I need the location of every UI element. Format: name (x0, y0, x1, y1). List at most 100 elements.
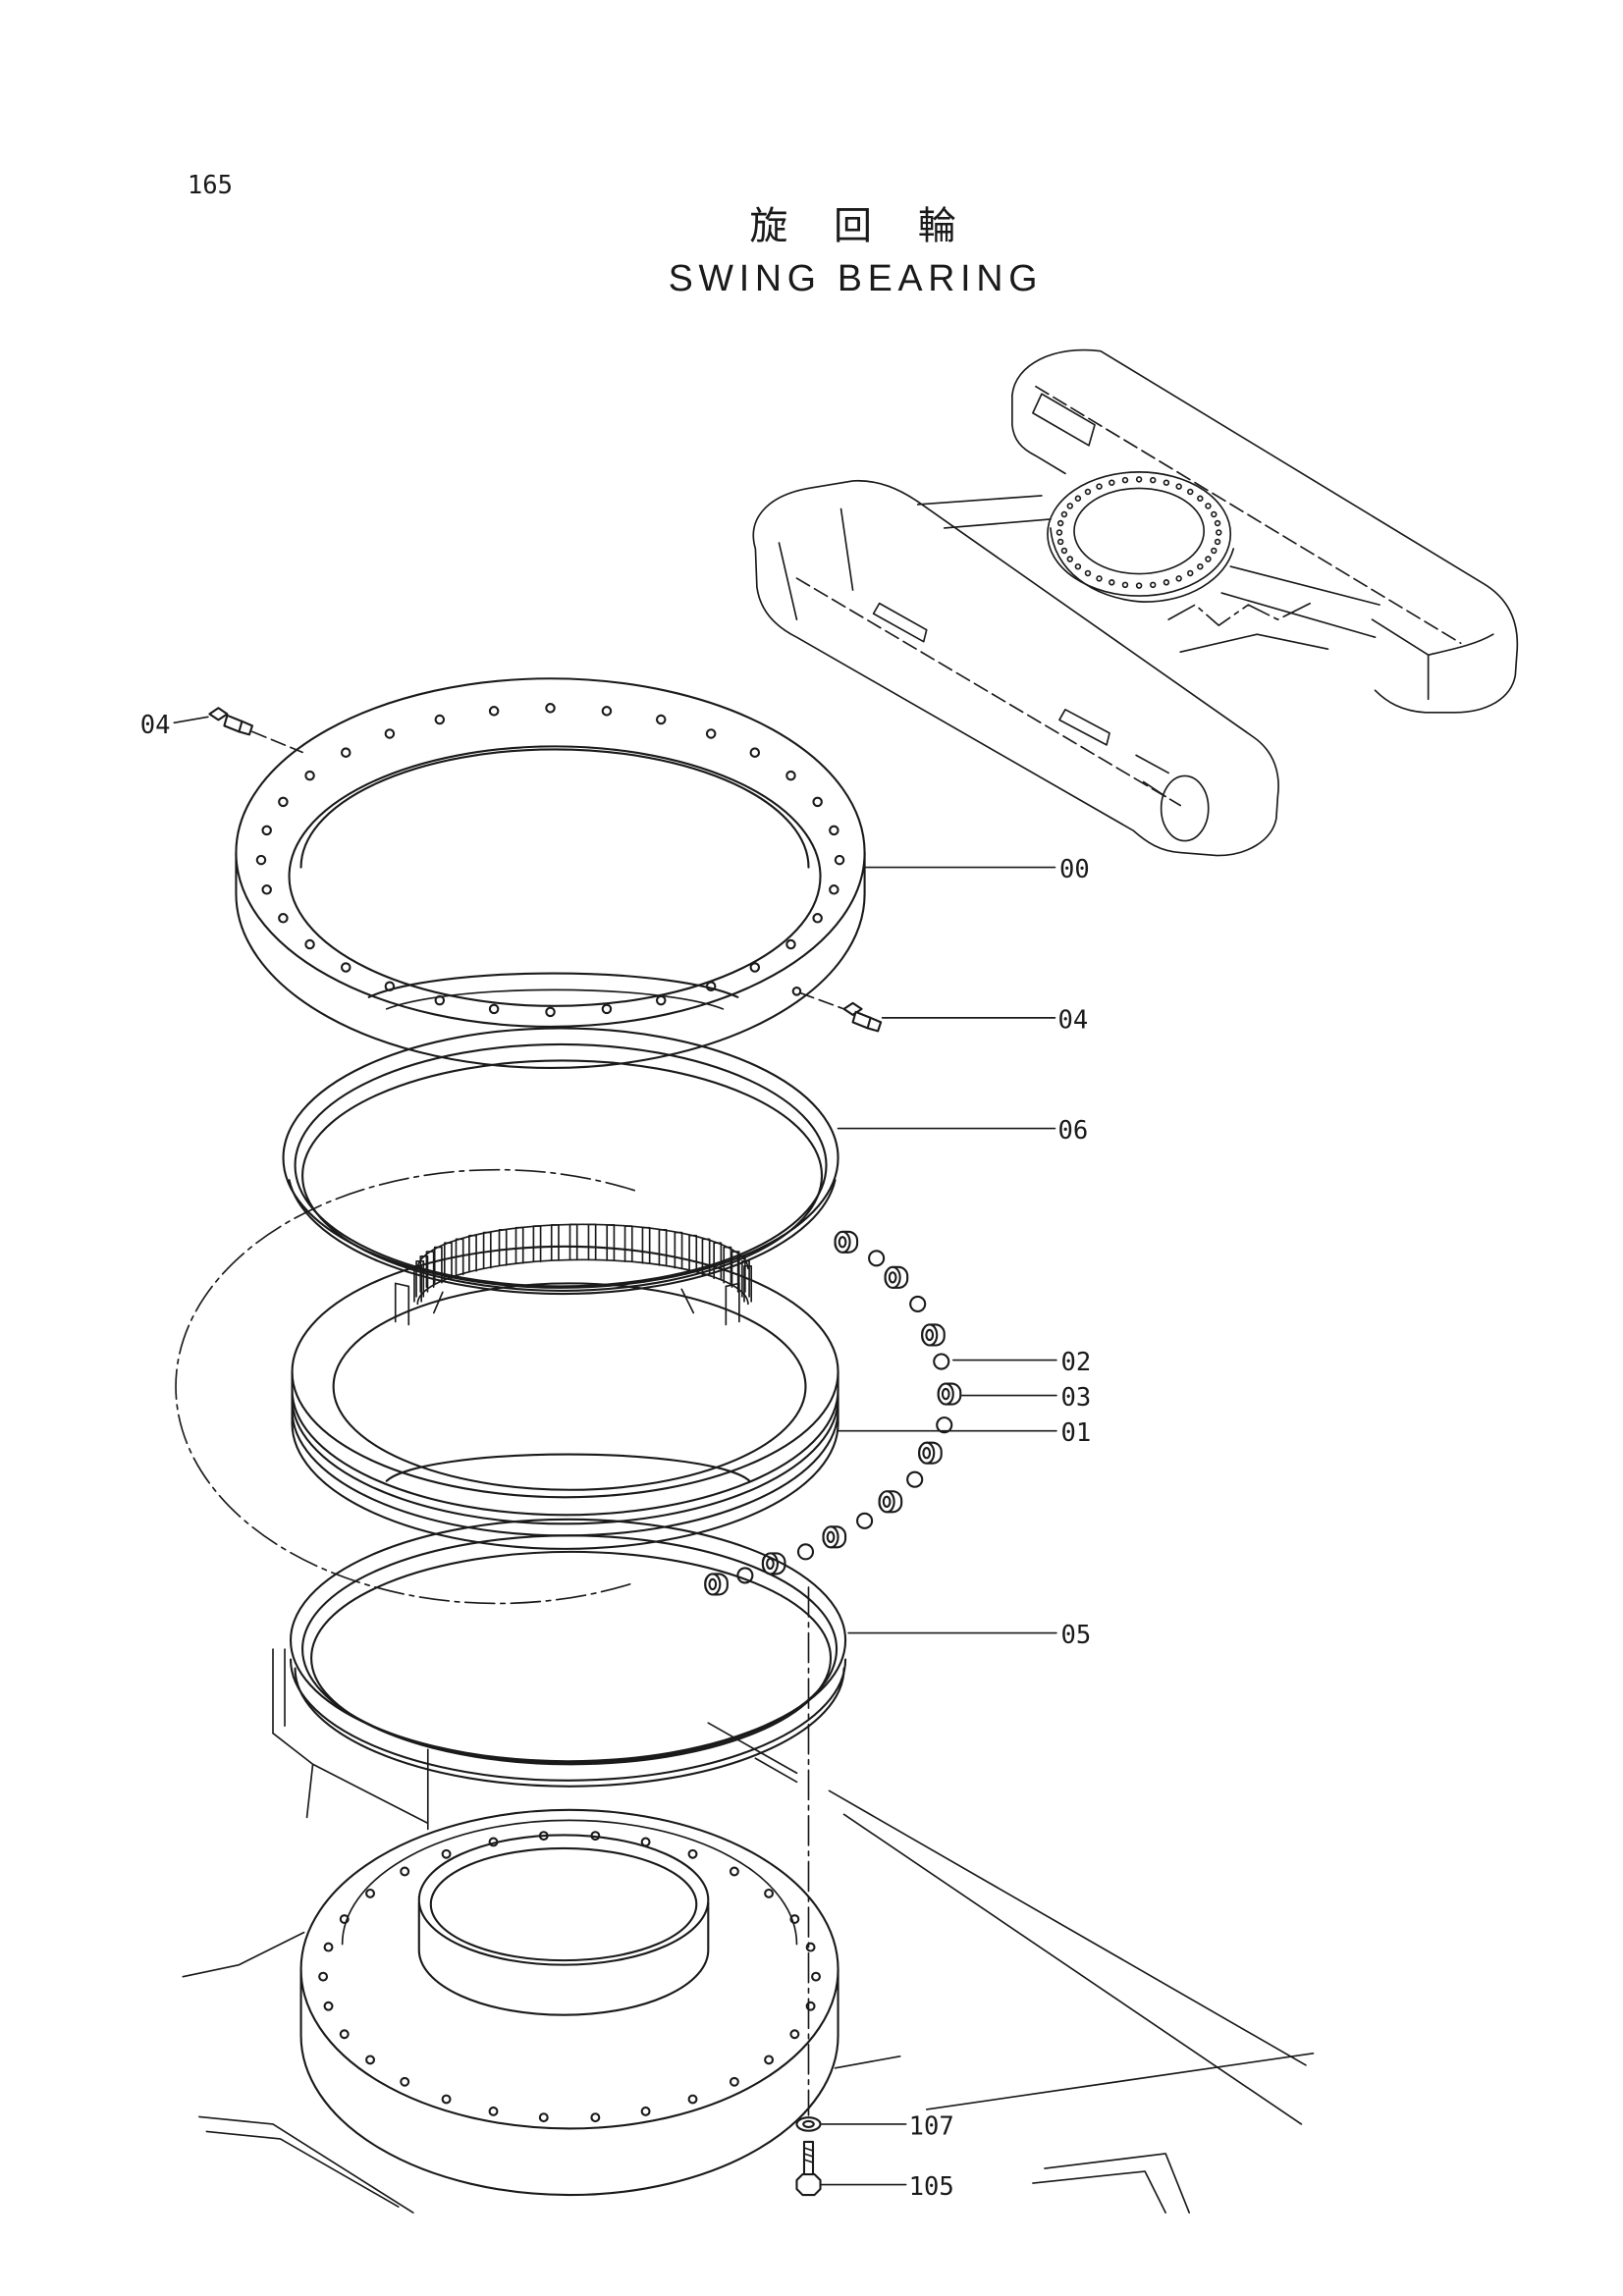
bolt-hole (812, 796, 823, 808)
frame-web-left (272, 1732, 429, 1831)
callout-label: 04 (140, 711, 171, 740)
bolt-hole (749, 962, 761, 973)
callout-labels: 04 00 04 06 02 03 01 05 107 105 (140, 711, 1091, 2202)
roller-end-bore (882, 1495, 892, 1508)
bolt-hole (1066, 503, 1074, 509)
base-flange-raised-face (341, 1819, 798, 1946)
bolt-hole (1163, 479, 1170, 486)
roller (937, 1382, 962, 1406)
bolt-hole (1150, 581, 1157, 589)
bolt-hole (1214, 519, 1221, 527)
bolt-hole (764, 2055, 775, 2065)
grease-fitting-thread (866, 1016, 883, 1033)
bolt-hole (749, 747, 761, 758)
left-track-window-front (872, 602, 928, 643)
bolt-hole (434, 714, 446, 725)
ball (868, 1250, 886, 1267)
bolt-hole (384, 728, 396, 739)
callout-label: 05 (1060, 1621, 1091, 1650)
bolt-hole (687, 1848, 698, 1859)
frame-center-hub (1050, 527, 1235, 603)
callout-label: 06 (1057, 1116, 1088, 1146)
bolt-hole (640, 2106, 651, 2116)
outer-ring-top-edge (235, 677, 866, 1028)
gear-tooth (623, 1225, 633, 1262)
gear-support-left (394, 1282, 410, 1326)
callout-label: 00 (1059, 855, 1090, 884)
frame-structure (182, 1648, 1315, 2214)
frame-contour-lower-left (198, 2115, 414, 2214)
callout-label: 03 (1060, 1383, 1091, 1413)
bolt-hole (829, 884, 839, 895)
bolt-hole (255, 854, 267, 866)
bolt-hole (261, 825, 272, 836)
gear-tooth-root-arc (416, 1258, 749, 1306)
outer-ring (235, 677, 866, 1070)
bolt-hole (805, 1942, 816, 1952)
upper-seal-lower-edge (288, 1179, 837, 1296)
cross-member-lower (1179, 633, 1329, 654)
bolt-hole (1135, 476, 1143, 483)
bolt-hole (339, 1914, 350, 1925)
cross-member-cut-line (1167, 601, 1315, 626)
bolt-hole (1096, 575, 1103, 582)
roller-end-bore (708, 1577, 718, 1591)
bolt-hole (705, 728, 717, 739)
outer-ring-bolt-holes (255, 703, 845, 1018)
roller (834, 1230, 859, 1254)
base-flange-bolt-holes (318, 1831, 821, 2123)
undercarriage-overview (752, 348, 1519, 857)
right-track-rear-detail (1371, 618, 1494, 701)
bolt-hole (829, 825, 839, 836)
bolt-hole (1211, 510, 1217, 518)
bolt-hole (1109, 579, 1115, 586)
gear-support-tab (432, 1288, 695, 1314)
bolt-hole (304, 938, 315, 950)
ball (936, 1416, 953, 1434)
title-english: SWING BEARING (669, 257, 1038, 298)
ball (796, 1543, 815, 1561)
bolt-hole (1214, 538, 1221, 546)
bolt-hole (1060, 547, 1068, 555)
gear-tooth (425, 1251, 435, 1288)
callout-label: 01 (1060, 1418, 1091, 1448)
grease-fitting-hex (223, 714, 243, 733)
bolt-hole (785, 938, 796, 950)
gear-tooth (514, 1226, 524, 1264)
bolt-head (795, 2172, 822, 2197)
grease-fitting-axis (798, 991, 845, 1010)
bolt-hole (1150, 476, 1157, 484)
gear-tooth (641, 1226, 651, 1264)
gear-tooth (482, 1231, 492, 1269)
roller-end-bore (922, 1447, 932, 1460)
bolt-hole (323, 2001, 334, 2011)
leader-04-left (173, 716, 209, 724)
lower-seal-lower-edge-2 (294, 1667, 845, 1788)
inner-ring-bore-lower-edge (385, 1453, 751, 1482)
gear-tooth (688, 1234, 698, 1272)
base-boss-top-edge (417, 1834, 710, 1966)
bolt-shank (802, 2140, 815, 2176)
bolt-hole (1187, 488, 1194, 496)
bolt-hole (1205, 556, 1212, 562)
base-flange (299, 1808, 839, 2197)
left-track-window-rear (1058, 708, 1110, 746)
bolt-hole (365, 1888, 375, 1898)
upper-seal (282, 1027, 839, 1296)
bolt-hole (434, 994, 446, 1006)
title-japanese: 旋 回 輪 (749, 204, 955, 248)
bolt-hole (545, 1006, 556, 1018)
bolt-hole (687, 2094, 698, 2105)
bolt-hole (1060, 510, 1068, 518)
bolt-hole (705, 981, 717, 991)
roller (884, 1265, 909, 1289)
bolt-hole (1055, 529, 1063, 536)
bolt-hole (789, 2029, 800, 2040)
bolt-hole (278, 796, 289, 808)
left-track-inner-line (778, 507, 854, 620)
bolt-hole (1096, 483, 1103, 490)
frame-contour-lower-right (834, 2052, 1315, 2110)
gear-tooth (674, 1231, 683, 1269)
left-track-frame (752, 479, 1279, 857)
outer-ring-side (235, 851, 866, 1070)
